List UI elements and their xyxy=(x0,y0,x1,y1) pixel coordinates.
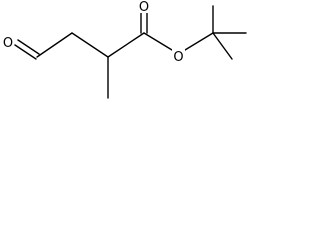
atom-o-ester: O xyxy=(173,50,183,65)
bond-chain-2 xyxy=(71,32,109,58)
bonds xyxy=(14,5,247,99)
bond-aldehyde-double-2 xyxy=(17,39,40,55)
bond-tbutyl-down xyxy=(212,32,233,60)
bond-ester-1 xyxy=(143,32,173,51)
structure-diagram: O O O xyxy=(2,0,247,99)
bond-aldehyde-double-1 xyxy=(14,44,37,60)
atom-o-aldehyde: O xyxy=(3,36,13,51)
bond-ester-2 xyxy=(184,32,214,51)
bond-chain-3 xyxy=(107,32,145,58)
atom-labels: O O O xyxy=(2,0,185,65)
atom-o-carbonyl: O xyxy=(139,0,149,15)
bond-chain-1 xyxy=(36,32,73,58)
